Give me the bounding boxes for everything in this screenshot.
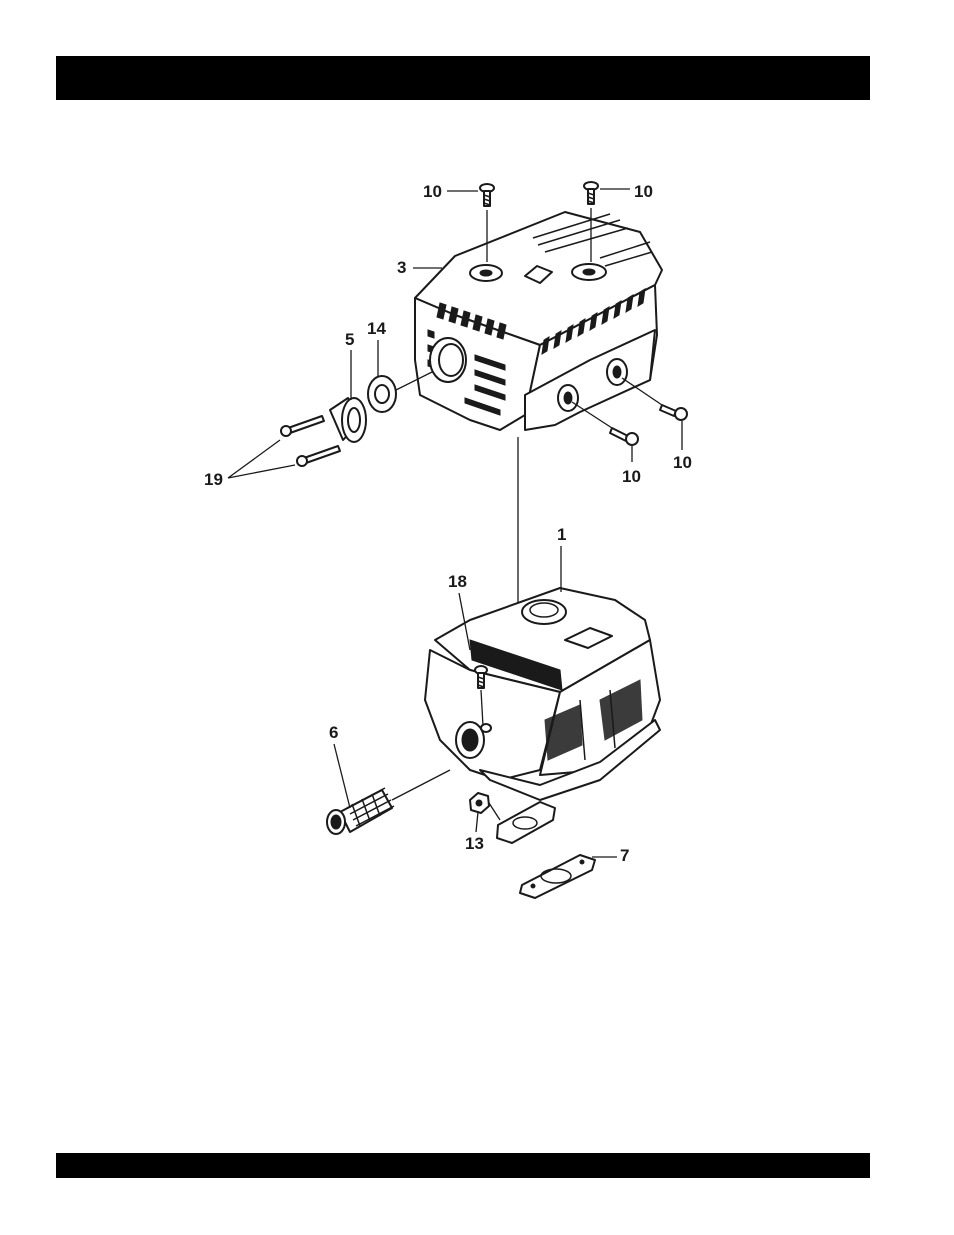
callout-13: 13 (465, 834, 484, 853)
callout-5: 5 (345, 330, 354, 349)
screw-10-side-right (622, 378, 687, 420)
callout-14: 14 (367, 319, 386, 338)
callout-10-top-right: 10 (634, 182, 653, 201)
screw-10-side-mid (572, 402, 638, 445)
callout-1: 1 (557, 525, 566, 544)
spark-arrester-screen-part-6 (327, 770, 450, 834)
gasket-part-7 (497, 802, 595, 898)
leader-13 (476, 812, 478, 832)
callout-3: 3 (397, 258, 406, 277)
callout-10-bottom-right: 10 (673, 453, 692, 472)
callout-6: 6 (329, 723, 338, 742)
callout-19: 19 (204, 470, 223, 489)
leader-19 (228, 440, 295, 478)
muffler-protector-part-3 (415, 212, 662, 430)
footer-bar (56, 1153, 870, 1178)
nut-part-13 (470, 793, 500, 820)
screws-part-19 (281, 416, 340, 466)
callout-10-top-left: 10 (423, 182, 442, 201)
muffler-body-part-1 (425, 588, 660, 800)
callout-10-bottom-mid: 10 (622, 467, 641, 486)
leader-6 (334, 744, 350, 808)
callout-7: 7 (620, 846, 629, 865)
spark-arrester-part-5 (330, 398, 366, 442)
callout-18: 18 (448, 572, 467, 591)
